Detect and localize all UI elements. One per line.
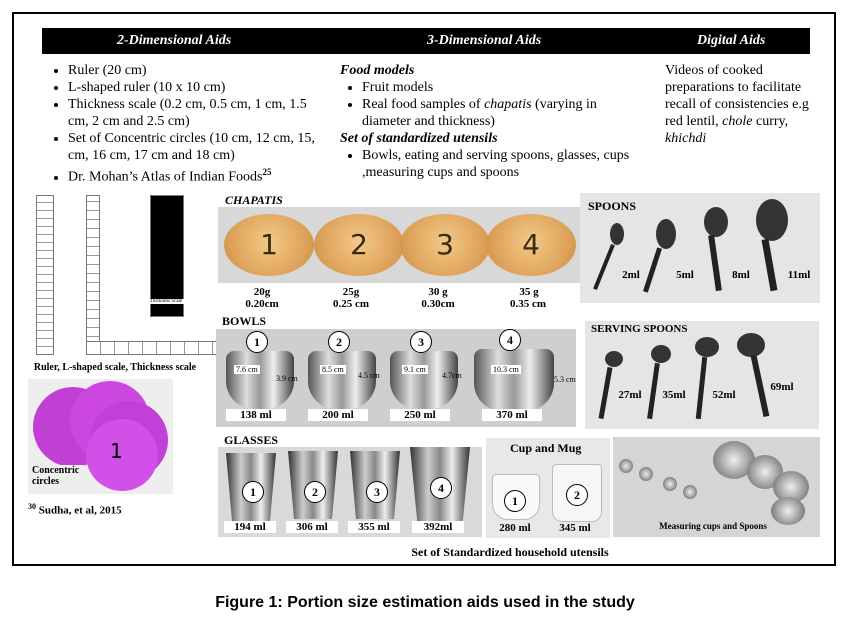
header-digital: Digital Aids <box>697 33 766 48</box>
two-d-column: Ruler (20 cm) L-shaped ruler (10 x 10 cm… <box>46 62 316 186</box>
chapati-3: 3 <box>400 214 490 276</box>
circles-caption: Concentric circles <box>32 465 84 487</box>
ruler-caption: Ruler, L-shaped scale, Thickness scale <box>33 362 197 373</box>
two-d-item: Ruler (20 cm) <box>68 62 316 79</box>
chapati-2: 2 <box>314 214 404 276</box>
bowl-3-height: 4.7cm <box>442 371 462 380</box>
two-d-item: L-shaped ruler (10 x 10 cm) <box>68 79 316 96</box>
glass-2-volume: 306 ml <box>286 521 338 533</box>
glass-3-volume: 355 ml <box>348 521 400 533</box>
glass-4-number: 4 <box>430 477 452 499</box>
spoon-2-volume: 5ml <box>676 269 694 281</box>
figure-caption: Figure 1: Portion size estimation aids u… <box>215 594 635 611</box>
three-d-column: Food models Fruit models Real food sampl… <box>340 62 632 181</box>
bowl-1-number: 1 <box>246 331 268 353</box>
glass-1-number: 1 <box>242 481 264 503</box>
spoons-panel: SPOONS 2ml 5ml 8ml 11ml <box>580 193 820 303</box>
header-2d: 2-Dimensional Aids <box>117 33 232 48</box>
chapatis-title: CHAPATIS <box>225 193 283 207</box>
chapati-3-thickness: 0.30cm <box>421 298 455 310</box>
cup-1-volume: 280 ml <box>499 522 531 534</box>
bowls-title: BOWLS <box>222 314 267 328</box>
digital-column: Videos of cooked preparations to facilit… <box>665 63 809 146</box>
mug-2-volume: 345 ml <box>559 522 591 534</box>
thickness-scale-label: Thickness Scale <box>146 299 186 304</box>
chapati-1-thickness: 0.20cm <box>245 298 279 310</box>
set-caption: Set of Standardized household utensils <box>411 545 609 559</box>
reference: 30 Sudha, et al, 2015 <box>28 502 122 517</box>
header-bar: 2-Dimensional Aids 3-Dimensional Aids Di… <box>42 28 810 54</box>
figure-frame <box>12 12 836 566</box>
serving-spoon-4-volume: 69ml <box>770 381 794 393</box>
bowl-2-diameter: 8.5 cm <box>320 365 346 374</box>
measuring-panel: Measuring cups and Spoons <box>613 437 820 537</box>
bowl-3-volume: 250 ml <box>390 409 450 421</box>
glass-4-volume: 392ml <box>412 521 464 533</box>
glasses-panel: 1 2 3 4 194 ml 306 ml 355 ml 392ml <box>218 447 482 537</box>
utensil-item: Bowls, eating and serving spoons, glasse… <box>362 147 632 181</box>
spoon-1-volume: 2ml <box>622 269 640 281</box>
chapati-2-thickness: 0.25 cm <box>332 298 370 310</box>
measuring-caption: Measuring cups and Spoons <box>659 521 767 531</box>
food-models-title: Food models <box>340 63 415 78</box>
glass-2-number: 2 <box>304 481 326 503</box>
cup-mug-title: Cup and Mug <box>510 441 582 455</box>
bowl-2-volume: 200 ml <box>308 409 368 421</box>
bowl-4-diameter: 10.3 cm <box>491 365 521 374</box>
serving-spoons-panel: SERVING SPOONS 27ml 35ml 52ml 69ml <box>585 321 819 429</box>
serving-spoon-3-volume: 52ml <box>712 389 736 401</box>
bowl-2-height: 4.5 cm <box>358 371 380 380</box>
bowl-1-diameter: 7.6 cm <box>234 365 260 374</box>
bowl-4-number: 4 <box>499 329 521 351</box>
cup-mug-panel: Cup and Mug 1 2 280 ml 345 ml <box>486 438 610 538</box>
utensils-title: Set of standardized utensils <box>340 131 498 146</box>
chapati-4-weight: 35 g <box>519 286 539 298</box>
bowl-1-volume: 138 ml <box>226 409 286 421</box>
food-model-item: Fruit models <box>362 79 632 96</box>
chapati-4-thickness: 0.35 cm <box>509 298 547 310</box>
two-d-item: Thickness scale (0.2 cm, 0.5 cm, 1 cm, 1… <box>68 96 316 130</box>
bowl-4-height: 5.3 cm <box>554 375 576 384</box>
header-3d: 3-Dimensional Aids <box>427 33 542 48</box>
two-d-item: Set of Concentric circles (10 cm, 12 cm,… <box>68 130 316 164</box>
thickness-scale <box>150 195 184 317</box>
chapati-4: 4 <box>486 214 576 276</box>
serving-spoons-title: SERVING SPOONS <box>591 323 688 335</box>
bowl-3-number: 3 <box>410 331 432 353</box>
spoon-3-volume: 8ml <box>732 269 750 281</box>
bowl-4-volume: 370 ml <box>482 409 542 421</box>
chapati-2-weight: 25g <box>342 286 360 298</box>
food-model-item: Real food samples of chapatis (varying i… <box>362 96 632 130</box>
mug-2-number: 2 <box>566 484 588 506</box>
chapati-1-weight: 20g <box>253 286 271 298</box>
glasses-title: GLASSES <box>224 433 279 447</box>
bowl-2-number: 2 <box>328 331 350 353</box>
spoons-title: SPOONS <box>588 199 637 213</box>
glass-1-volume: 194 ml <box>224 521 276 533</box>
cup-1-number: 1 <box>504 490 526 512</box>
bowl-1-height: 3.9 cm <box>276 374 298 383</box>
chapati-1: 1 <box>224 214 314 276</box>
concentric-circles: 1 Concentric circles <box>28 379 173 494</box>
circle-number: 1 <box>110 439 123 463</box>
serving-spoon-1-volume: 27ml <box>618 389 642 401</box>
ruler-illustration: Thickness Scale <box>30 195 248 357</box>
chapatis-panel: 1 2 3 4 <box>218 207 580 283</box>
bowls-panel: 1 2 3 4 7.6 cm 8.5 cm 9.1 cm 10.3 cm 3.9… <box>216 329 576 427</box>
serving-spoon-2-volume: 35ml <box>662 389 686 401</box>
glass-3-number: 3 <box>366 481 388 503</box>
two-d-item-atlas: Dr. Mohan’s Atlas of Indian Foods25 <box>68 164 316 186</box>
spoon-4-volume: 11ml <box>787 269 811 281</box>
chapati-3-weight: 30 g <box>428 286 448 298</box>
bowl-3-diameter: 9.1 cm <box>402 365 428 374</box>
